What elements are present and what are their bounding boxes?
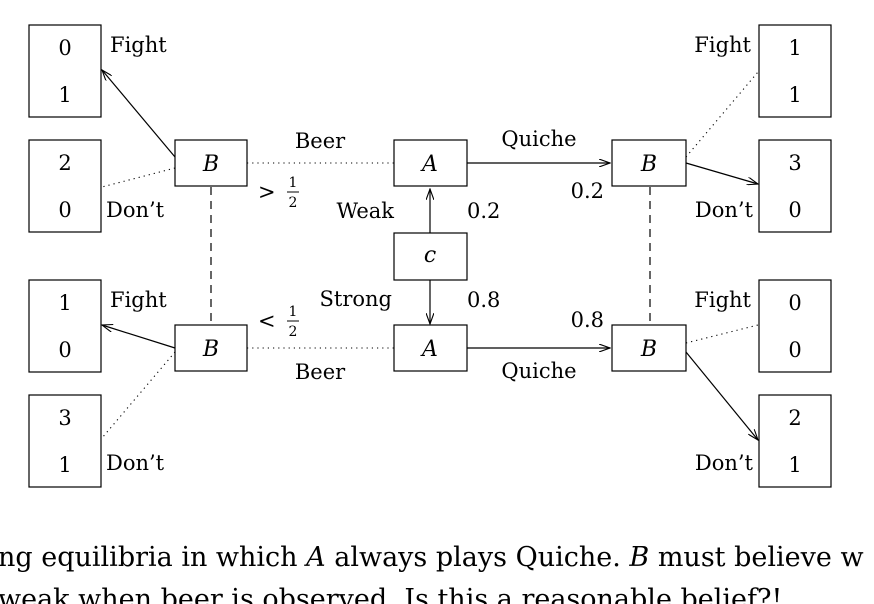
belief-greater-than-half: > 1 2 — [258, 175, 299, 211]
caption-line-1: ng equilibria in which A always plays Qu… — [0, 542, 864, 573]
label-weak: Weak — [336, 199, 394, 223]
node-quiche-weak-responder: B — [611, 139, 687, 187]
node-beer-strong-responder: B — [174, 324, 248, 372]
svg-text:c: c — [424, 243, 436, 268]
svg-text:0: 0 — [58, 198, 71, 222]
label-beer-top: Beer — [295, 129, 346, 153]
svg-text:2: 2 — [58, 151, 71, 175]
svg-text:B: B — [640, 337, 657, 362]
edge-right-bottom-dont — [685, 351, 758, 440]
edge-left-bottom-fight — [102, 325, 176, 349]
payoff-box-left-3: 1 0 — [28, 279, 102, 373]
svg-text:3: 3 — [788, 151, 801, 175]
svg-text:0: 0 — [788, 198, 801, 222]
svg-text:2: 2 — [289, 324, 298, 340]
svg-text:1: 1 — [788, 453, 801, 477]
label-beer-bottom: Beer — [295, 360, 346, 384]
payoff-box-left-1: 0 1 — [28, 24, 102, 118]
label-dont-left-bottom: Don’t — [106, 451, 165, 475]
label-dont-right-bottom: Don’t — [695, 451, 754, 475]
svg-text:A: A — [420, 152, 438, 177]
svg-text:1: 1 — [788, 83, 801, 107]
label-fight-right-top: Fight — [694, 33, 751, 57]
edge-right-bottom-fight — [685, 324, 759, 344]
payoff-box-right-4: 2 1 — [758, 394, 832, 488]
label-strong: Strong — [320, 287, 392, 311]
node-chance: c — [393, 232, 468, 281]
svg-text:0: 0 — [58, 36, 71, 60]
payoff-box-left-4: 3 1 — [28, 394, 102, 488]
svg-text:A: A — [420, 337, 438, 362]
payoff-box-right-3: 0 0 — [758, 279, 832, 373]
svg-text:B: B — [202, 152, 219, 177]
label-quiche-top: Quiche — [501, 127, 576, 151]
label-prob-weak: 0.2 — [467, 199, 500, 223]
svg-text:>: > — [258, 180, 276, 204]
label-fight-right-bottom: Fight — [694, 288, 751, 312]
node-quiche-strong-responder: B — [611, 324, 687, 372]
svg-text:<: < — [258, 309, 276, 333]
label-belief-quiche-top: 0.2 — [571, 179, 604, 203]
label-prob-strong: 0.8 — [467, 288, 500, 312]
payoff-box-right-2: 3 0 — [758, 139, 832, 233]
node-beer-weak-responder: B — [174, 139, 248, 187]
svg-text:2: 2 — [289, 195, 298, 211]
label-dont-left-top: Don’t — [106, 198, 165, 222]
svg-text:0: 0 — [788, 291, 801, 315]
svg-text:1: 1 — [58, 83, 71, 107]
svg-text:3: 3 — [58, 406, 71, 430]
svg-text:B: B — [202, 337, 219, 362]
svg-text:1: 1 — [289, 175, 298, 191]
node-weak-player: A — [393, 139, 468, 187]
svg-text:2: 2 — [788, 406, 801, 430]
label-quiche-bottom: Quiche — [501, 359, 576, 383]
svg-text:1: 1 — [289, 304, 298, 320]
payoff-box-left-2: 2 0 — [28, 139, 102, 233]
svg-text:1: 1 — [58, 291, 71, 315]
payoff-box-right-1: 1 1 — [758, 24, 832, 118]
label-fight-left-bottom: Fight — [110, 288, 167, 312]
svg-text:1: 1 — [788, 36, 801, 60]
svg-text:0: 0 — [58, 338, 71, 362]
label-fight-left-top: Fight — [110, 33, 167, 57]
belief-less-than-half: < 1 2 — [258, 304, 299, 340]
node-strong-player: A — [393, 324, 468, 372]
svg-text:0: 0 — [788, 338, 801, 362]
edge-left-top-fight — [102, 70, 176, 158]
label-belief-quiche-bottom: 0.8 — [571, 308, 604, 332]
svg-text:B: B — [640, 152, 657, 177]
edge-left-bottom-dont — [101, 351, 176, 439]
label-dont-right-top: Don’t — [695, 198, 754, 222]
caption-line-2: weak when beer is observed. Is this a re… — [0, 584, 782, 604]
edge-right-top-fight — [685, 71, 759, 158]
edge-right-top-dont — [685, 162, 758, 184]
edge-left-top-dont — [101, 167, 176, 188]
svg-text:1: 1 — [58, 453, 71, 477]
